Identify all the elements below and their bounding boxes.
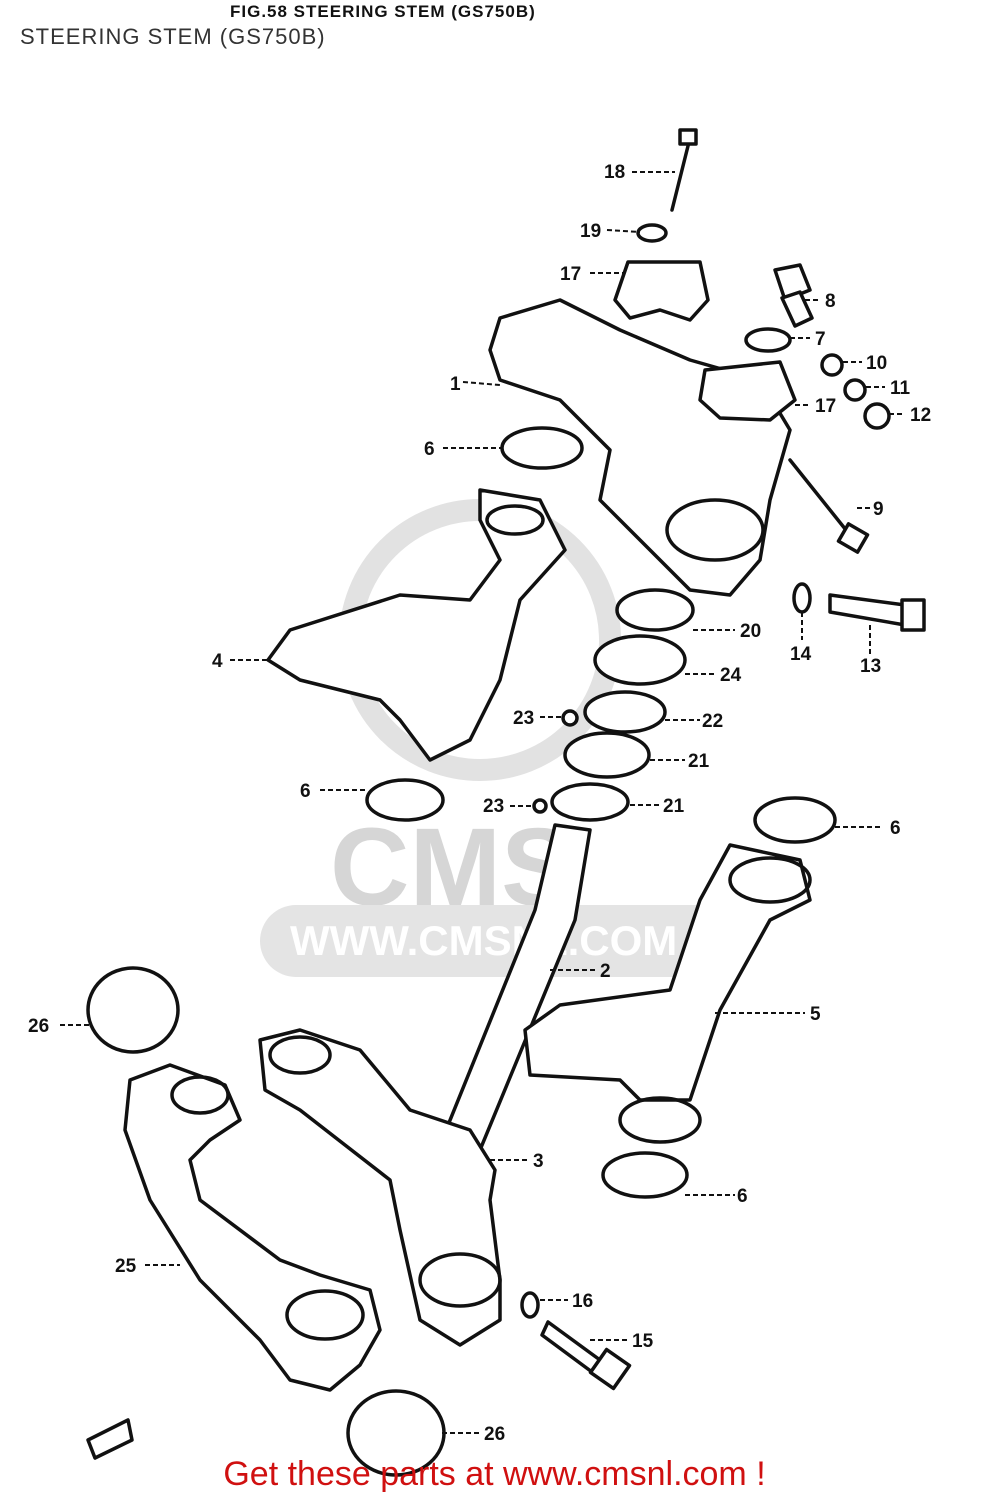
footer-link[interactable]: Get these parts at www.cmsnl.com !: [223, 1455, 766, 1493]
callout-23: 23: [483, 796, 504, 817]
part-19-washer: [636, 223, 668, 243]
watermark-url: WWW.CMSNL.COM: [290, 917, 677, 964]
part-11-washer: [843, 378, 867, 402]
callout-6: 6: [300, 781, 311, 802]
callout-23: 23: [513, 708, 534, 729]
callout-labels: 18 19 17 8 7 10 11 12 1 17 6 9 4 20 14 1…: [28, 162, 931, 1445]
part-26-cap-a: [86, 966, 180, 1054]
callout-6: 6: [424, 439, 435, 460]
callout-6: 6: [737, 1186, 748, 1207]
callout-14: 14: [790, 644, 812, 665]
callout-22: 22: [702, 711, 723, 732]
part-6-bushing-d: [601, 1151, 689, 1199]
page-title: STEERING STEM (GS750B): [20, 24, 326, 49]
callout-15: 15: [632, 1331, 654, 1352]
front-arrow-icon: [86, 1418, 134, 1460]
figure-title: FIG.58 STEERING STEM (GS750B): [230, 2, 536, 21]
part-20-seal: [615, 588, 695, 632]
part-6-bushing-c: [753, 796, 837, 844]
callout-4: 4: [212, 651, 223, 672]
callout-10: 10: [866, 353, 887, 374]
part-3-lower-bracket: [258, 1028, 502, 1347]
callout-9: 9: [873, 499, 884, 520]
callout-26: 26: [28, 1016, 49, 1037]
callout-11: 11: [890, 378, 911, 399]
part-17-clamp-lower: [698, 360, 797, 422]
callout-24: 24: [720, 665, 742, 686]
part-18-bolt: [670, 128, 698, 212]
callout-21: 21: [663, 796, 685, 817]
callout-8: 8: [825, 291, 836, 312]
callout-17: 17: [560, 264, 581, 285]
part-25-bracket: [123, 1063, 382, 1392]
part-8-bolt: [773, 263, 814, 328]
part-14-washer: [792, 582, 812, 614]
part-21-bearing-b: [550, 782, 630, 822]
part-6-bushing-b: [365, 778, 445, 822]
leader-lines: [60, 171, 905, 1434]
callout-19: 19: [580, 221, 601, 242]
callout-2: 2: [600, 961, 611, 982]
part-23-ball-b: [532, 798, 548, 814]
part-4-left-fork-bracket: [266, 488, 567, 762]
callout-20: 20: [740, 621, 761, 642]
part-24-cone: [593, 634, 687, 686]
part-7-washer: [744, 327, 792, 353]
part-12-nut: [863, 402, 891, 430]
part-17-clamp-upper: [613, 260, 710, 322]
part-23-ball-a: [561, 709, 579, 727]
callout-18: 18: [604, 162, 625, 183]
part-5-right-fork-bracket: [523, 843, 812, 1102]
callout-6: 6: [890, 818, 901, 839]
part-15-bolt: [540, 1320, 632, 1391]
callout-17: 17: [815, 396, 836, 417]
part-9-bolt: [788, 458, 870, 554]
callout-16: 16: [572, 1291, 593, 1312]
callout-25: 25: [115, 1256, 137, 1277]
callout-5: 5: [810, 1004, 821, 1025]
part-13-bolt: [828, 593, 926, 632]
part-10-nut: [820, 353, 844, 377]
part-22-race: [583, 690, 667, 734]
callout-7: 7: [815, 329, 826, 350]
callout-12: 12: [910, 405, 931, 426]
callout-3: 3: [533, 1151, 544, 1172]
callout-26: 26: [484, 1424, 505, 1445]
callout-1: 1: [450, 374, 461, 395]
callout-13: 13: [860, 656, 881, 677]
part-21-bearing-a: [563, 731, 651, 779]
part-16-washer: [520, 1291, 540, 1319]
callout-21: 21: [688, 751, 710, 772]
part-6-bushing-a: [500, 426, 584, 470]
